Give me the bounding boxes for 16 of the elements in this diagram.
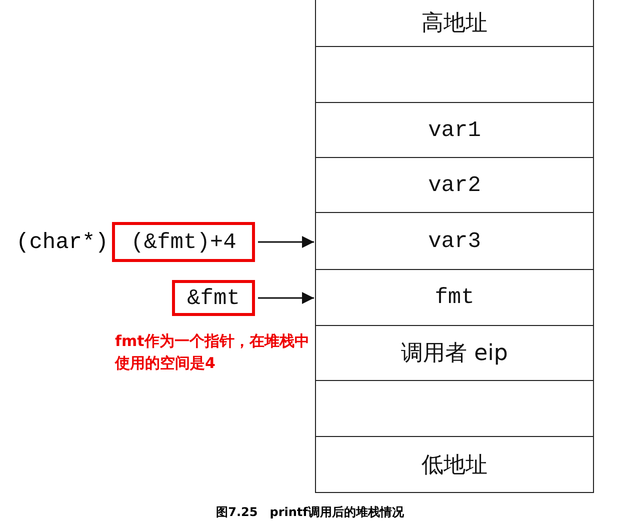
figure-caption: 图7.25 printf调用后的堆栈情况 — [215, 504, 405, 521]
stack-cell: fmt — [315, 269, 594, 326]
stack-cell — [315, 380, 594, 437]
stack-cell: var2 — [315, 157, 594, 213]
stack-cell: var1 — [315, 102, 594, 158]
highlighted-expression: &fmt — [172, 280, 255, 316]
cast-text: (char*) — [16, 230, 108, 254]
arrow — [258, 236, 314, 248]
highlighted-expression: (&fmt)+4 — [112, 222, 255, 262]
stack-cell: var3 — [315, 212, 594, 270]
stack-cell: 高地址 — [315, 0, 594, 47]
stack-cell: 低地址 — [315, 436, 594, 493]
stack-cell: 调用者 eip — [315, 325, 594, 381]
stack-cell — [315, 46, 594, 103]
note-text: fmt作为一个指针，在堆栈中使用的空间是4 — [115, 331, 310, 374]
arrow — [258, 292, 314, 304]
